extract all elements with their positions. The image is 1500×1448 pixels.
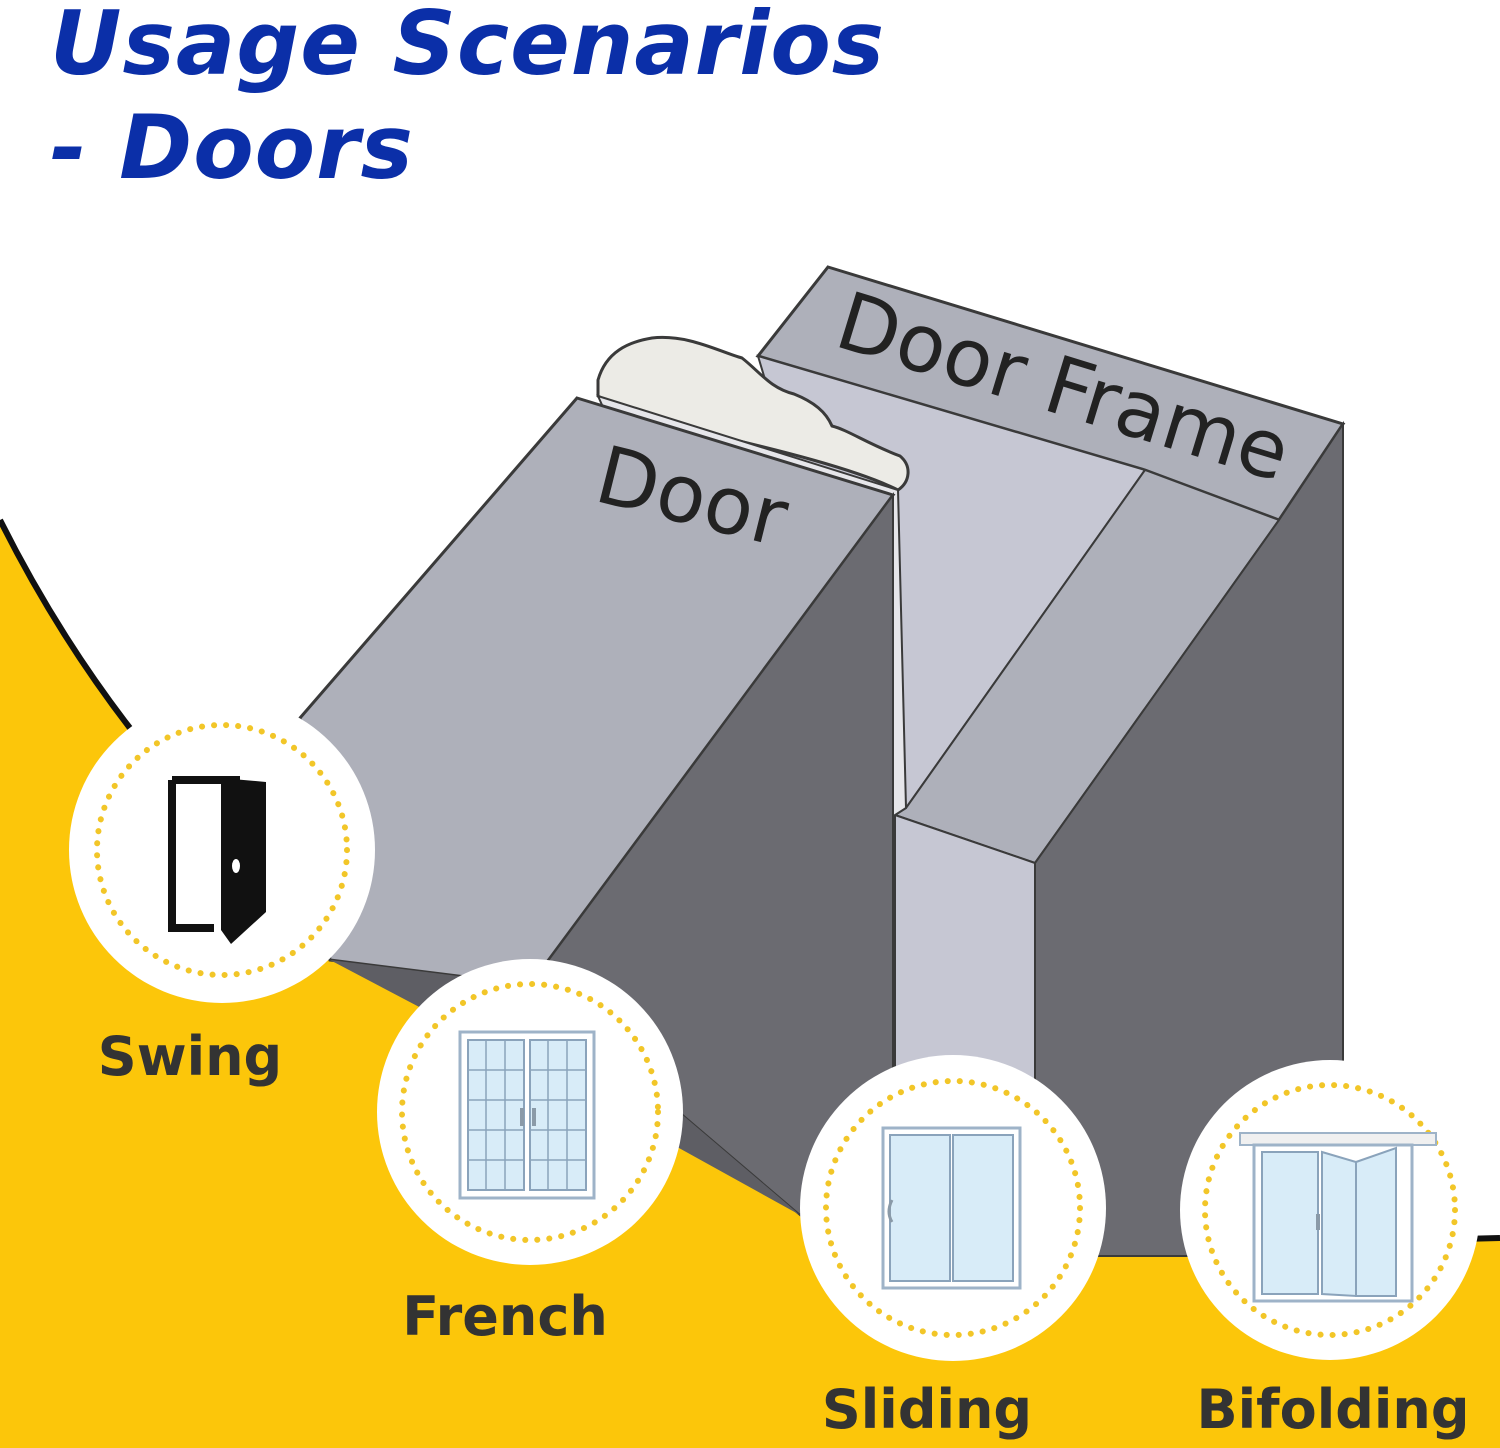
- scenario-label-sliding: Sliding: [822, 1378, 1032, 1441]
- scenario-bifolding: Bifolding: [1180, 1060, 1480, 1441]
- french-dot-ring: [399, 981, 661, 1243]
- sliding-door-icon: [881, 1126, 1022, 1290]
- sliding-dot-ring: [823, 1078, 1083, 1338]
- swing-door-icon: [168, 776, 266, 944]
- swing-dot-ring: [94, 722, 350, 978]
- scenario-label-bifolding: Bifolding: [1196, 1378, 1469, 1441]
- scenario-swing: Swing: [69, 697, 375, 1088]
- scenario-french: French: [377, 959, 683, 1348]
- scenario-label-french: French: [402, 1285, 608, 1348]
- bifolding-door-icon: [1239, 1132, 1437, 1303]
- bifolding-dot-ring: [1202, 1082, 1458, 1338]
- page-title: Usage Scenarios - Doors: [50, 0, 885, 200]
- title-line-2: - Doors: [50, 96, 414, 199]
- scenario-label-swing: Swing: [98, 1025, 282, 1088]
- french-door-icon: [458, 1030, 596, 1200]
- scenario-sliding: Sliding: [800, 1055, 1106, 1441]
- yellow-background: [0, 520, 1500, 1448]
- title-line-1: Usage Scenarios: [50, 0, 886, 95]
